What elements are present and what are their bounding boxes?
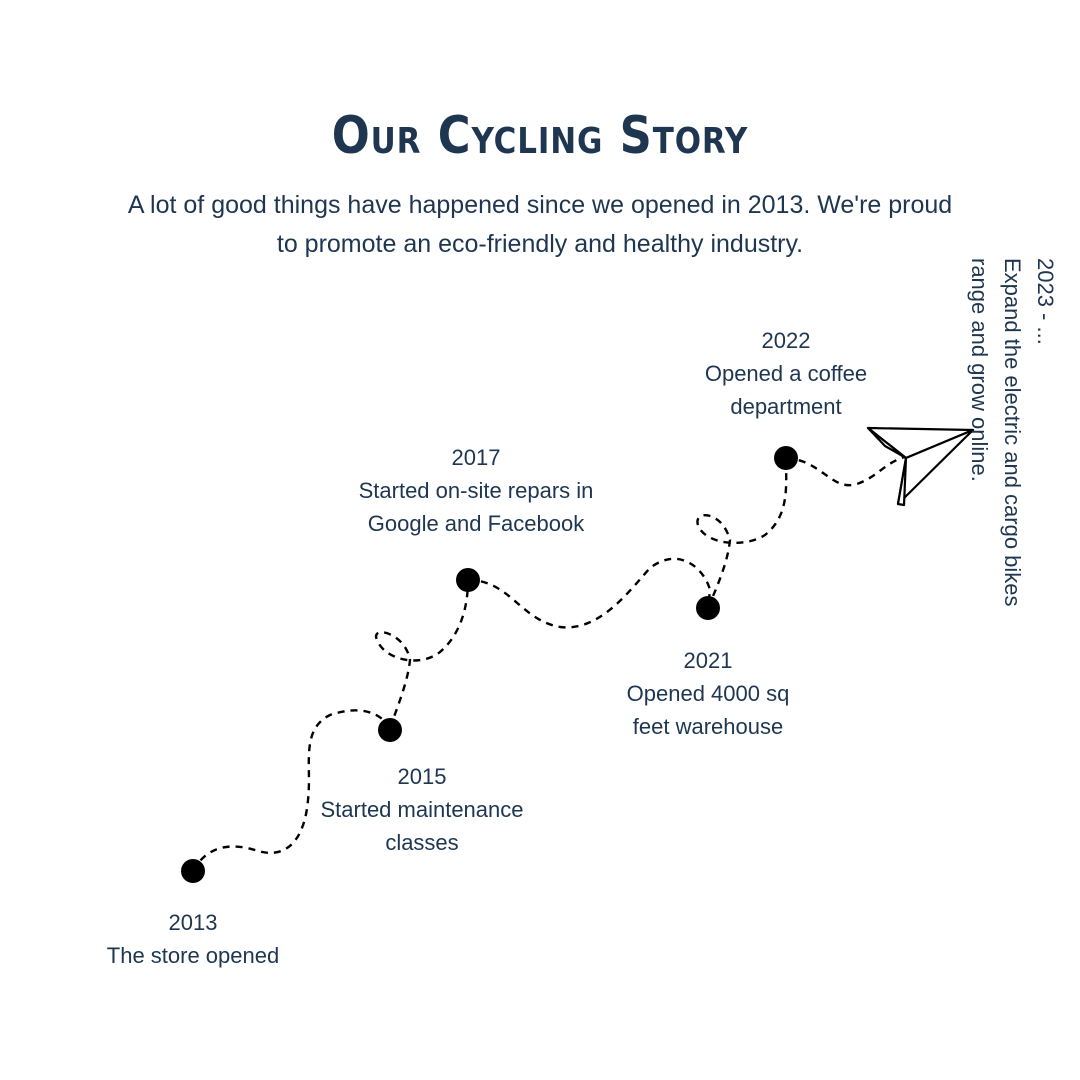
milestone-description: Started maintenance classes [320,797,524,855]
milestone-description: Opened 4000 sq feet warehouse [626,681,790,739]
milestone-dot [774,446,798,470]
milestone-description: The store opened [106,943,280,968]
milestone-year: 2023 - ... [1033,258,1058,345]
milestone-description: Started on-site repars in Google and Fac… [358,478,594,536]
milestone-description: Expand the electric and cargo bikes rang… [967,258,1025,607]
milestone-description: Opened a coffee department [704,361,868,419]
paper-plane-icon [866,426,975,507]
milestone-2021: 2021 Opened 4000 sq feet warehouse [608,644,808,743]
timeline-path [696,457,788,609]
milestone-year: 2015 [397,764,447,789]
milestone-2017: 2017 Started on-site repars in Google an… [336,441,616,540]
timeline-path [785,455,906,487]
timeline-path [467,557,712,629]
page-title: Our Cycling Story [331,106,749,166]
milestone-2013: 2013 The store opened [93,906,293,972]
milestone-dot [181,859,205,883]
milestone-2015: 2015 Started maintenance classes [307,760,537,859]
milestone-year: 2021 [683,648,733,673]
timeline-path [191,709,392,872]
milestone-future: 2023 - ... Expand the electric and cargo… [963,258,1062,638]
milestone-dot [456,568,480,592]
milestone-2022: 2022 Opened a coffee department [686,324,886,423]
milestone-year: 2022 [761,328,811,353]
milestone-year: 2013 [168,910,218,935]
milestone-year: 2017 [451,445,501,470]
timeline-path [374,579,470,729]
page-subtitle: A lot of good things have happened since… [127,191,953,258]
milestone-dot [378,718,402,742]
milestone-dot [696,596,720,620]
